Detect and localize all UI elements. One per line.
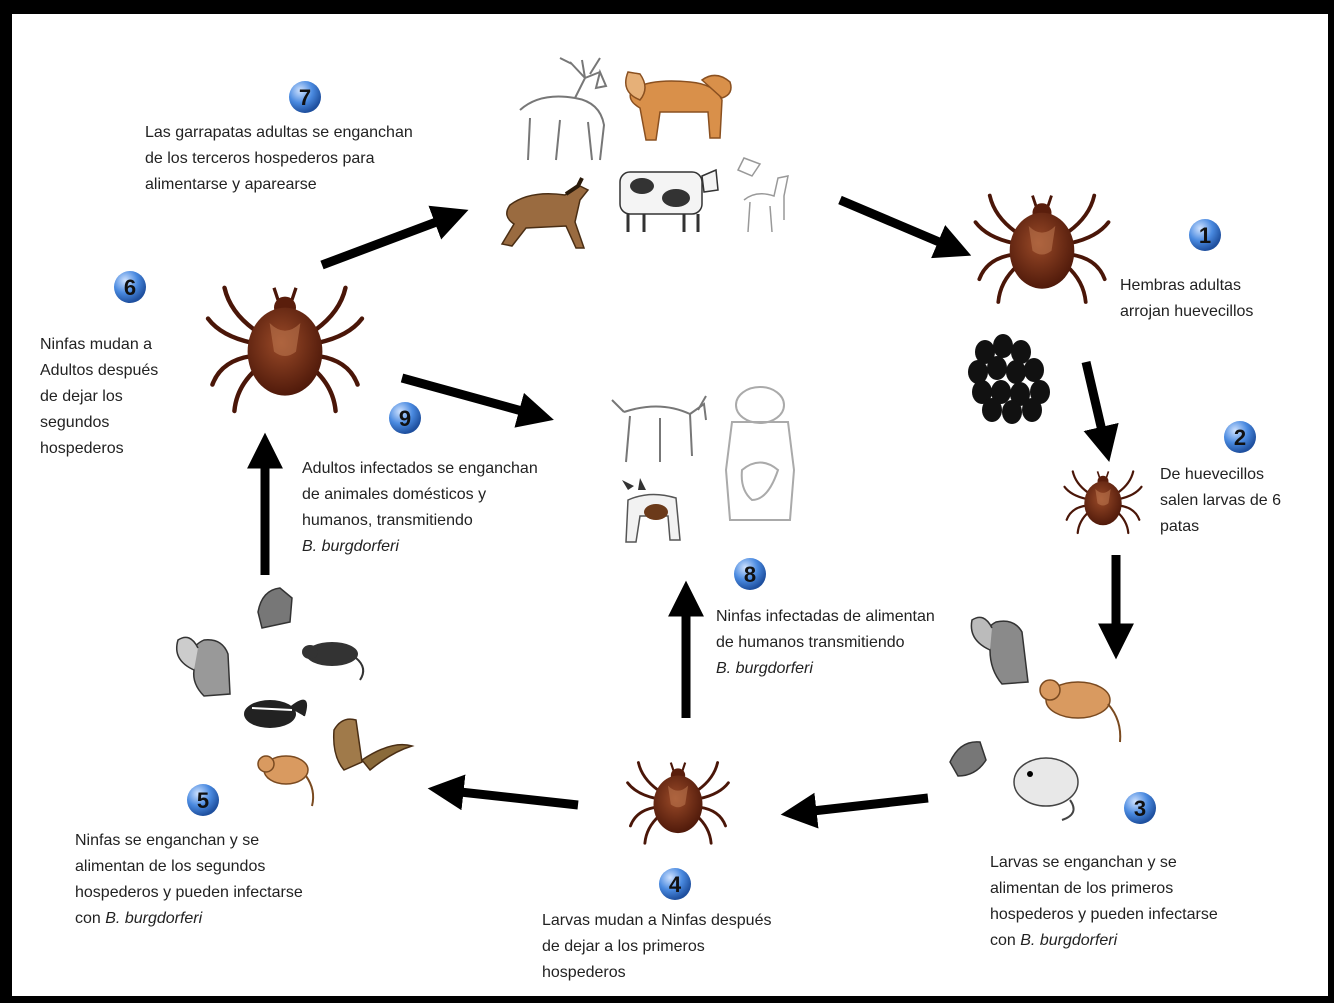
step-badge-8: 8 — [734, 558, 766, 590]
human-body-icon — [726, 387, 794, 520]
step-badge-1: 1 — [1189, 219, 1221, 251]
eggs-icon — [968, 334, 1050, 424]
step-badge-4: 4 — [659, 868, 691, 900]
arrow-icon — [795, 798, 928, 813]
dog-icon — [626, 72, 731, 140]
horse-icon — [502, 178, 588, 248]
tick-icon — [976, 196, 1109, 302]
cow-icon — [620, 170, 718, 232]
svg-text:4: 4 — [669, 872, 682, 897]
chipmunk-icon — [334, 719, 412, 770]
step-badge-2: 2 — [1224, 421, 1256, 453]
step-badge-9: 9 — [389, 402, 421, 434]
step-badge-6: 6 — [114, 271, 146, 303]
bird-icon — [950, 742, 986, 776]
arrow-icon — [1086, 362, 1106, 448]
tick-icon — [628, 763, 729, 844]
mouse-icon — [1040, 680, 1120, 742]
svg-text:1: 1 — [1199, 223, 1211, 248]
svg-text:8: 8 — [744, 562, 756, 587]
deer-icon — [520, 58, 606, 160]
fawn-icon — [738, 158, 788, 232]
arrow-icon — [442, 790, 578, 805]
bird-icon — [258, 588, 292, 628]
svg-text:9: 9 — [399, 406, 411, 431]
mouse-icon — [258, 756, 313, 806]
svg-text:6: 6 — [124, 275, 136, 300]
step-badge-3: 3 — [1124, 792, 1156, 824]
arrow-icon — [402, 378, 540, 416]
svg-text:5: 5 — [197, 788, 209, 813]
cat-icon — [612, 396, 706, 462]
skunk-icon — [244, 700, 306, 728]
squirrel-icon — [177, 637, 230, 696]
arrow-icon — [840, 200, 958, 250]
step-badge-5: 5 — [187, 784, 219, 816]
mouse-icon — [1014, 758, 1078, 820]
arrow-icon — [322, 215, 455, 265]
cat-icon — [622, 478, 680, 542]
svg-text:2: 2 — [1234, 425, 1246, 450]
tick-icon — [208, 288, 362, 411]
step-badge-7: 7 — [289, 81, 321, 113]
svg-text:7: 7 — [299, 85, 311, 110]
tick-icon — [1065, 471, 1142, 533]
rat-icon — [302, 642, 363, 680]
svg-text:3: 3 — [1134, 796, 1146, 821]
squirrel-icon — [971, 617, 1028, 684]
